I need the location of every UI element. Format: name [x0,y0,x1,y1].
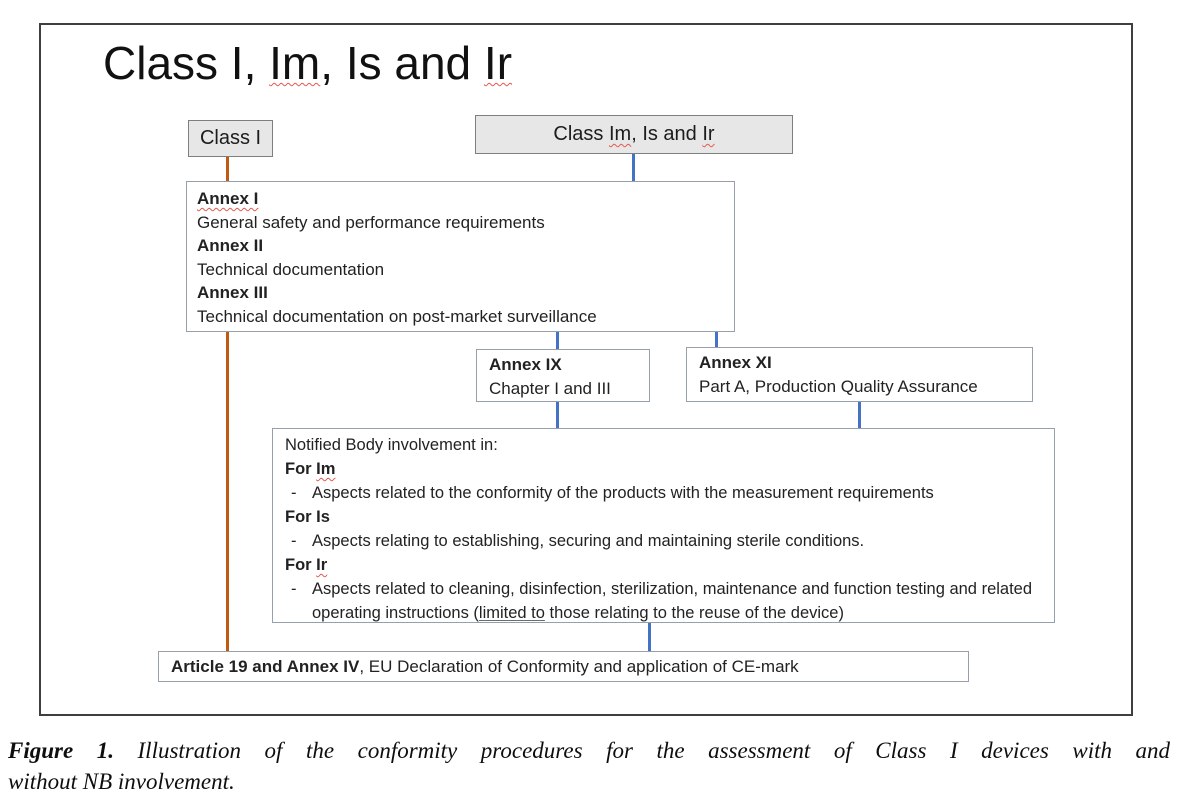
connector-annexxi-to-nb [858,402,861,429]
nb-intro: Notified Body involvement in: [285,436,498,454]
limited-to-underline: limited to [478,604,545,622]
caption-line-2: without NB involvement. [8,769,235,794]
bullet-dash: - [291,532,297,550]
connector-class-i-to-article [226,157,229,652]
annex-ix-box: Annex IX Chapter I and III [476,349,650,402]
title-part: Class I, [103,37,270,89]
annex-i-desc: General safety and performance requireme… [197,212,545,232]
notified-body-box: Notified Body involvement in: For Im - A… [272,428,1055,623]
figure-caption: Figure 1. Illustration of the conformity… [8,735,1170,797]
nb-ir-bullet: - Aspects related to cleaning, disinfect… [285,577,1042,625]
connector-classim-to-annex [632,154,635,182]
annex-ix-title: Annex IX [489,355,562,374]
annex-ix-desc: Chapter I and III [489,379,611,398]
bullet-dash: - [291,484,297,502]
nb-im-bullet: - Aspects related to the conformity of t… [285,481,1042,505]
annex-xi-desc: Part A, Production Quality Assurance [699,377,978,396]
class-im-is-ir-box: Class Im, Is and Ir [475,115,793,154]
annex-ii-desc: Technical documentation [197,259,385,279]
annex-xi-box: Annex XI Part A, Production Quality Assu… [686,347,1033,402]
class-im-label: Class Im, Is and Ir [553,123,715,145]
title-ir-squiggle: Ir [483,37,513,89]
nb-for-im: For Im [285,460,336,478]
caption-line-1: Figure 1. Illustration of the conformity… [8,738,1171,763]
annex-i-heading: Annex I [197,189,259,208]
annex-ii-heading: Annex II [197,236,264,255]
nb-for-ir: For Ir [285,556,328,574]
article-19-label: Article 19 and Annex IV, EU Declaration … [171,656,799,676]
caption-figure-label: Figure 1. [8,738,114,763]
class-i-label: Class I [199,127,262,149]
title-part: , Is and [320,37,484,89]
connector-annex-to-annexix [556,332,559,350]
annex-xi-title: Annex XI [699,353,772,372]
article-19-box: Article 19 and Annex IV, EU Declaration … [158,651,969,682]
nb-is-bullet: - Aspects relating to establishing, secu… [285,529,1042,553]
class-i-box: Class I [188,120,273,157]
bullet-dash: - [291,580,297,598]
connector-nb-to-article [648,623,651,652]
annex-iii-desc: Technical documentation on post-market s… [197,306,597,326]
diagram-title: Class I, Im, Is and Ir [103,36,512,90]
connector-annex-to-annexxi [715,332,718,348]
connector-annexix-to-nb [556,402,559,429]
annex-requirements-box: Annex I General safety and performance r… [186,181,735,332]
annex-iii-heading: Annex III [197,283,268,302]
title-im-squiggle: Im [269,37,321,89]
nb-for-is: For Is [285,508,330,526]
